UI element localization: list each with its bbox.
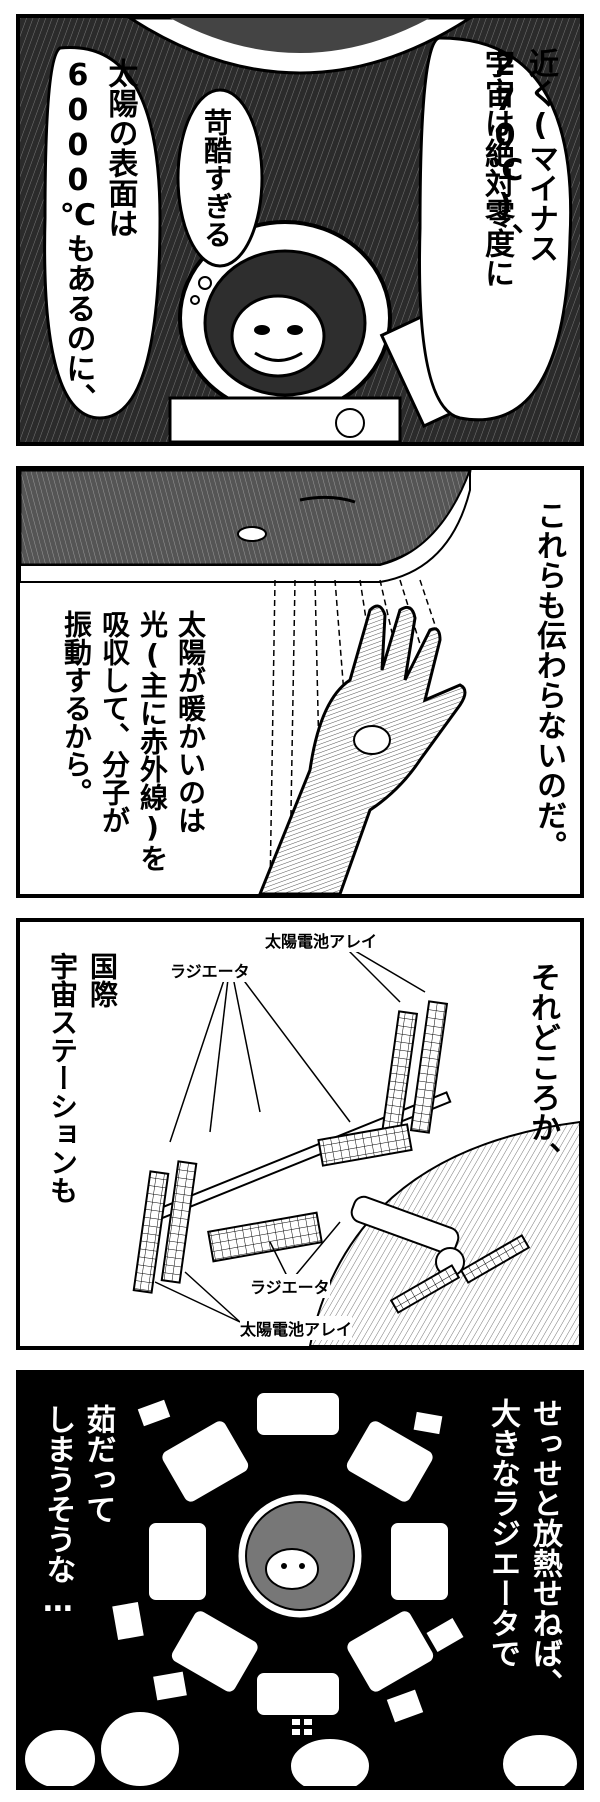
panel-3: 太陽電池アレイ ラジエータ ラジエータ 太陽電池アレイ それどころか、 国際 宇… bbox=[16, 918, 584, 1350]
narration-text: 大きなラジエータで bbox=[485, 1398, 520, 1668]
narration-text: 国際 bbox=[86, 952, 120, 1008]
narration-text: これらも伝わらないのだ。 bbox=[531, 500, 566, 860]
narration-text: 光(主に赤外線)を bbox=[136, 610, 170, 872]
label-solar-array-top: 太陽電池アレイ bbox=[265, 928, 378, 952]
panel-4: 大きなラジエータで せっせと放熱せねば、 茹だって しまうそうな… bbox=[16, 1370, 584, 1790]
station-interior-art bbox=[20, 1374, 580, 1786]
space-station-art bbox=[132, 941, 580, 1346]
narration-text: 吸収して、分子が bbox=[98, 610, 132, 834]
narration-text: 太陽の表面は bbox=[102, 58, 138, 238]
narration-text: 茹だって bbox=[80, 1404, 116, 1524]
narration-text: 近く(マイナス270℃)、 bbox=[487, 48, 558, 263]
panel-1: 宇宙は絶対零度に 近く(マイナス270℃)、 太陽の表面は 6000℃もあるのに… bbox=[16, 14, 584, 446]
narration-text: 6000℃もあるのに、 bbox=[60, 58, 96, 413]
sun-rays-hand-art bbox=[20, 470, 472, 894]
hand-figure bbox=[258, 604, 467, 894]
narration-text: 宇宙は絶対零度に bbox=[479, 48, 514, 288]
astronaut-figure bbox=[168, 220, 481, 442]
narration-text: しまうそうな… bbox=[40, 1404, 76, 1619]
narration-text: 太陽が暖かいのは bbox=[174, 610, 208, 834]
label-radiator-bottom: ラジエータ bbox=[250, 1274, 330, 1298]
thought-bubble-text: 苛酷すぎる bbox=[200, 108, 234, 248]
narration-text: せっせと放熱せねば、 bbox=[527, 1398, 562, 1698]
narration-text: 宇宙ステーションも bbox=[46, 952, 80, 1204]
space-background-art bbox=[20, 18, 580, 442]
panel-2: これらも伝わらないのだ。 太陽が暖かいのは 光(主に赤外線)を 吸収して、分子が… bbox=[16, 466, 584, 898]
narration-text: 振動するから。 bbox=[60, 610, 94, 806]
label-solar-array-bottom: 太陽電池アレイ bbox=[240, 1316, 353, 1340]
label-radiator-top: ラジエータ bbox=[170, 958, 250, 982]
narration-text: それどころか、 bbox=[525, 962, 560, 1172]
